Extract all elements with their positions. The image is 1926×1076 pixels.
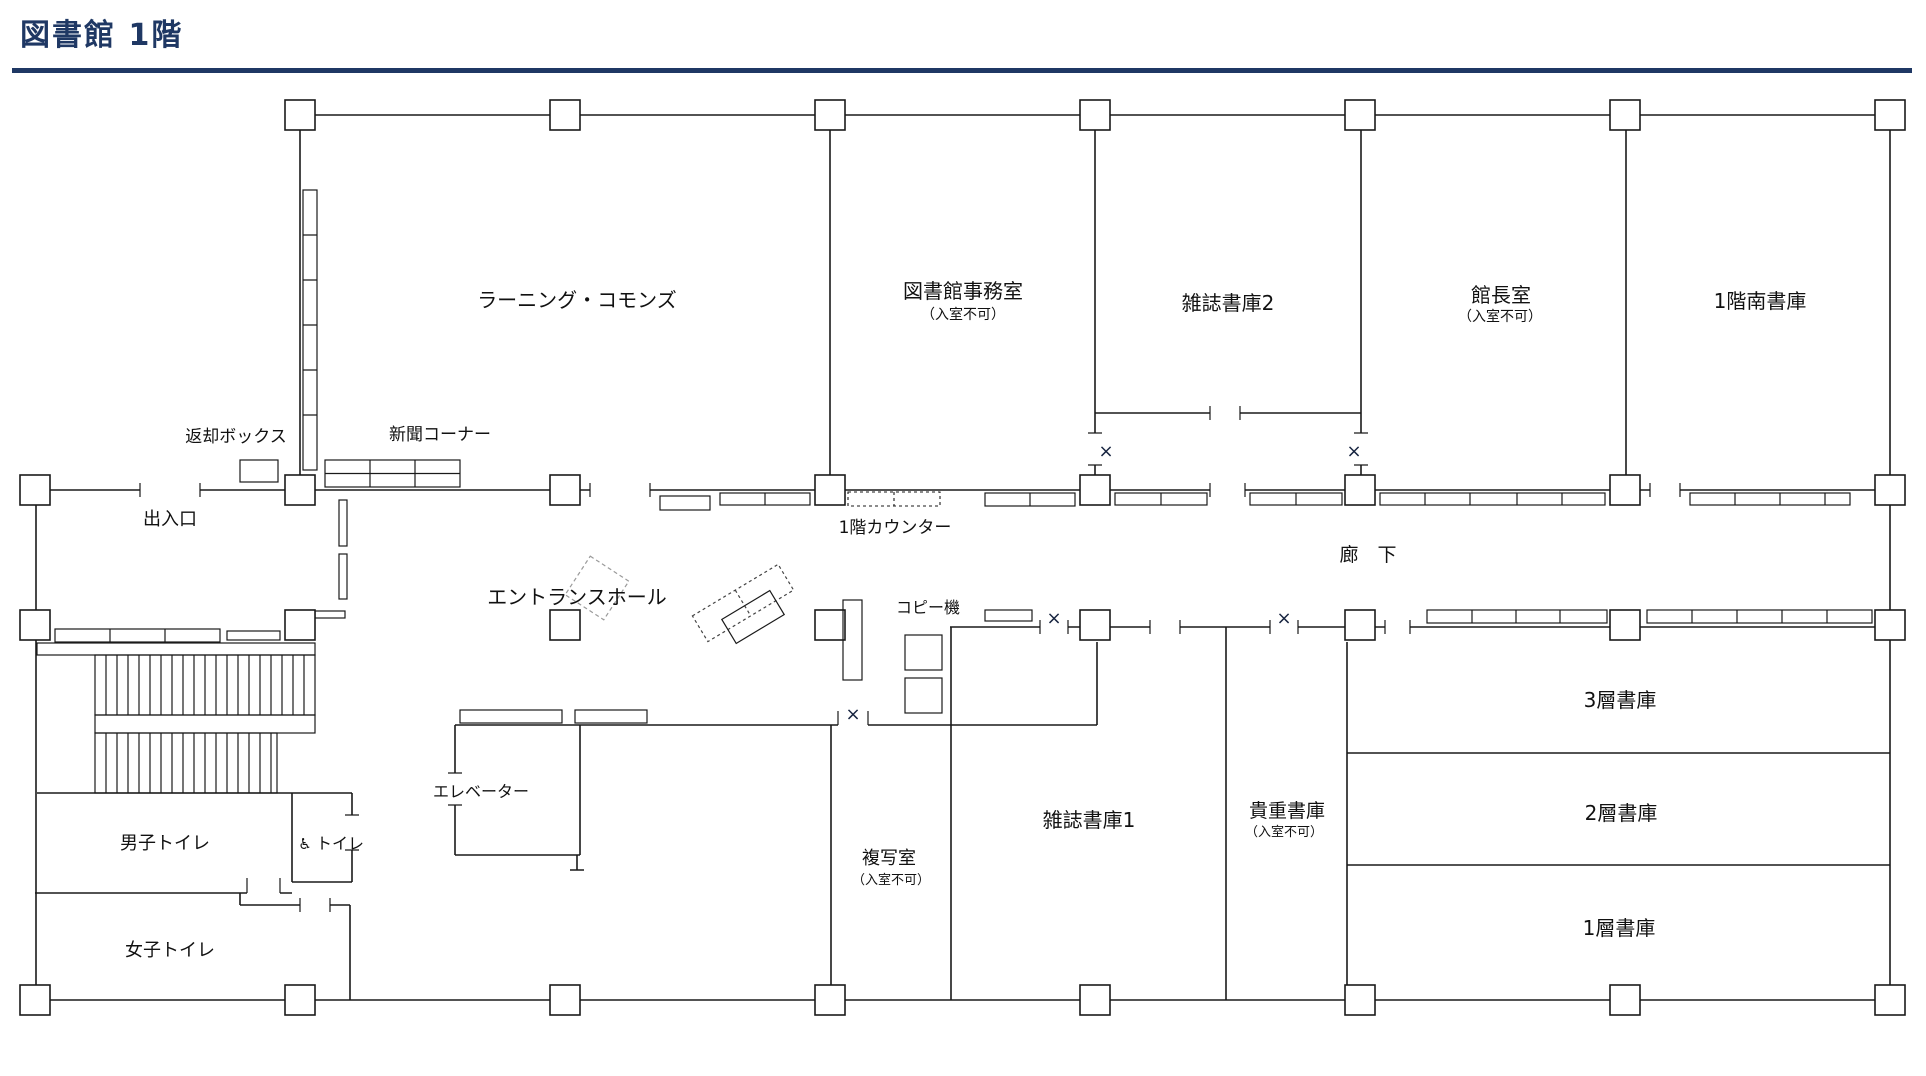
closed-door-marker: × <box>1046 608 1061 629</box>
label-return-box: 返却ボックス <box>185 427 287 447</box>
label-entrance-hall: エントランスホール <box>487 585 667 609</box>
room-note-director-room: （入室不可） <box>1458 308 1542 325</box>
label-corridor: 廊 下 <box>1339 544 1396 566</box>
feature-labels: 返却ボックス 新聞コーナー 出入口 1階カウンター 廊 下 エントランスホール … <box>143 425 1397 801</box>
closed-door-marker: × <box>1276 608 1291 629</box>
hall-table-3 <box>720 589 786 645</box>
room-note-rare-book-stack: （入室不可） <box>1245 824 1323 840</box>
label-newspaper-corner: 新聞コーナー <box>389 425 491 445</box>
room-label-stack-tier1: 1層書庫 <box>1583 916 1656 940</box>
pillars <box>19 99 1906 1016</box>
hall-table-1 <box>564 555 630 621</box>
room-label-stack-tier3: 3層書庫 <box>1584 688 1657 712</box>
door-jambs <box>139 406 1681 912</box>
staircase <box>36 642 316 794</box>
room-labels: ラーニング・コモンズ 図書館事務室 （入室不可） 雑誌書庫2 館長室 （入室不可… <box>120 279 1806 961</box>
room-label-rare-book-stack: 貴重書庫 <box>1249 800 1325 822</box>
closed-door-markers: × × × × × <box>845 441 1361 725</box>
label-entrance: 出入口 <box>143 509 197 530</box>
page-title: 図書館 1階 <box>20 18 184 53</box>
closed-door-marker: × <box>1098 441 1113 462</box>
room-label-learning-commons: ラーニング・コモンズ <box>477 288 677 312</box>
room-note-copy-room: （入室不可） <box>852 872 930 888</box>
room-label-director-room: 館長室 <box>1471 283 1531 307</box>
room-label-library-office: 図書館事務室 <box>903 279 1023 303</box>
bookshelves <box>54 189 1873 724</box>
wheelchair-icon: ♿ <box>298 835 311 853</box>
room-label-mens-toilet: 男子トイレ <box>120 833 210 854</box>
room-label-magazine-stack-2: 雑誌書庫2 <box>1182 291 1275 315</box>
label-counter-1f: 1階カウンター <box>839 518 952 538</box>
page-header: 図書館 1階 <box>12 10 1912 73</box>
closed-door-marker: × <box>1346 441 1361 462</box>
room-label-womens-toilet: 女子トイレ <box>125 940 215 961</box>
label-elevator: エレベーター <box>433 782 529 801</box>
hall-table-2 <box>691 563 795 643</box>
service-counter <box>847 491 941 507</box>
return-box <box>239 459 279 483</box>
room-note-library-office: （入室不可） <box>921 306 1005 323</box>
room-label-accessible-toilet: トイレ <box>316 834 364 853</box>
label-copier: コピー機 <box>896 598 960 617</box>
copier-station <box>842 599 943 714</box>
room-label-south-stack-1f: 1階南書庫 <box>1714 289 1807 313</box>
room-label-copy-room: 複写室 <box>862 848 916 869</box>
room-label-magazine-stack-1: 雑誌書庫1 <box>1043 808 1136 832</box>
room-label-stack-tier2: 2層書庫 <box>1585 801 1658 825</box>
closed-door-marker: × <box>845 704 860 725</box>
